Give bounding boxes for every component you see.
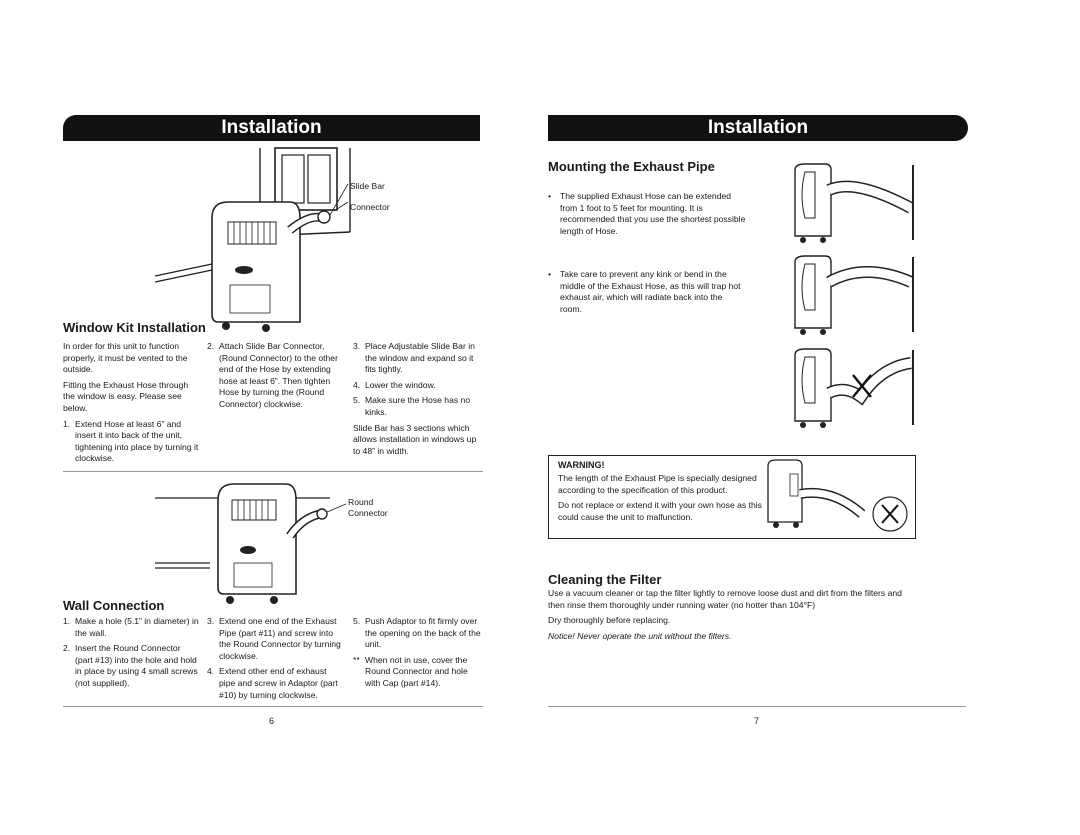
- slide-bar-label: Slide Bar: [350, 181, 385, 191]
- filter-notice: Notice! Never operate the unit without t…: [548, 630, 732, 641]
- filter-dry: Dry thoroughly before replacing.: [548, 615, 671, 626]
- exhaust-pipe-bullet-2: •Take care to prevent any kink or bend i…: [548, 269, 746, 319]
- window-kit-illustration: [154, 147, 351, 332]
- cross-icon: [881, 504, 899, 524]
- list-item: 5.Push Adaptor to fit firmly over the op…: [353, 616, 481, 650]
- exhaust-pipe-bullet-1: •The supplied Exhaust Hose can be extend…: [548, 191, 746, 241]
- slide-bar-note: Slide Bar has 3 sections which allows in…: [353, 422, 477, 456]
- window-kit-col3: 3.Place Adjustable Slide Bar in the wind…: [353, 341, 485, 461]
- connector-label: Connector: [350, 202, 390, 212]
- wall-connection-illustration: [155, 483, 347, 604]
- warning-text: The length of the Exhaust Pipe is specia…: [558, 473, 763, 527]
- list-item: 1.Extend Hose at least 6” and insert it …: [63, 418, 199, 464]
- filter-text: Use a vacuum cleaner or tap the filter l…: [548, 588, 918, 646]
- window-kit-col1: In order for this unit to function prope…: [63, 341, 200, 469]
- list-item: 2.Attach Slide Bar Connector, (Round Con…: [207, 341, 338, 409]
- page-number-left: 6: [269, 716, 275, 726]
- list-item: 3.Place Adjustable Slide Bar in the wind…: [353, 341, 475, 375]
- right-page-banner: Installation: [548, 115, 968, 141]
- footer-divider-left: [63, 706, 483, 707]
- window-kit-title: Window Kit Installation: [63, 320, 206, 335]
- list-item: 5.Make sure the Hose has no kinks.: [353, 395, 471, 417]
- list-item: 4.Extend other end of exhaust pipe and s…: [207, 666, 338, 700]
- window-kit-col2: 2.Attach Slide Bar Connector, (Round Con…: [207, 341, 342, 415]
- page-number-right: 7: [754, 716, 760, 726]
- warning-title: WARNING!: [558, 460, 605, 470]
- round-connector-label: Round Connector: [348, 497, 388, 518]
- wall-connection-col3: 5.Push Adaptor to fit firmly over the op…: [353, 616, 485, 694]
- list-item: •The supplied Exhaust Hose can be extend…: [548, 191, 746, 236]
- hose-illustration-correct-short: [794, 163, 914, 243]
- list-item: 2.Insert the Round Connector (part #13) …: [63, 643, 198, 688]
- list-item: •Take care to prevent any kink or bend i…: [548, 269, 741, 314]
- list-item: 3.Extend one end of the Exhaust Pipe (pa…: [207, 616, 341, 661]
- window-kit-intro-2: Fitting the Exhaust Hose through the win…: [63, 379, 189, 413]
- hose-illustration-incorrect-kink: [794, 348, 914, 428]
- left-page-banner: Installation: [63, 115, 480, 141]
- wall-connection-title: Wall Connection: [63, 598, 165, 613]
- wall-connection-col2: 3.Extend one end of the Exhaust Pipe (pa…: [207, 616, 345, 705]
- warning-paragraph-1: The length of the Exhaust Pipe is specia…: [558, 473, 757, 495]
- list-item: **When not in use, cover the Round Conne…: [353, 654, 468, 688]
- warning-illustration: [767, 459, 908, 532]
- list-item: 1.Make a hole (5.1” in diameter) in the …: [63, 616, 199, 638]
- warning-box: [548, 455, 916, 539]
- hose-illustration-correct-long: [794, 255, 914, 335]
- wall-connection-col1: 1.Make a hole (5.1” in diameter) in the …: [63, 616, 200, 694]
- section-divider: [63, 471, 483, 472]
- window-kit-intro: In order for this unit to function prope…: [63, 341, 188, 375]
- filter-instructions: Use a vacuum cleaner or tap the filter l…: [548, 588, 902, 610]
- cross-icon: [852, 374, 872, 398]
- filter-title: Cleaning the Filter: [548, 572, 662, 587]
- warning-paragraph-2: Do not replace or extend it with your ow…: [558, 500, 762, 522]
- exhaust-pipe-title: Mounting the Exhaust Pipe: [548, 159, 715, 174]
- footer-divider-right: [548, 706, 966, 707]
- list-item: 4.Lower the window.: [353, 379, 436, 390]
